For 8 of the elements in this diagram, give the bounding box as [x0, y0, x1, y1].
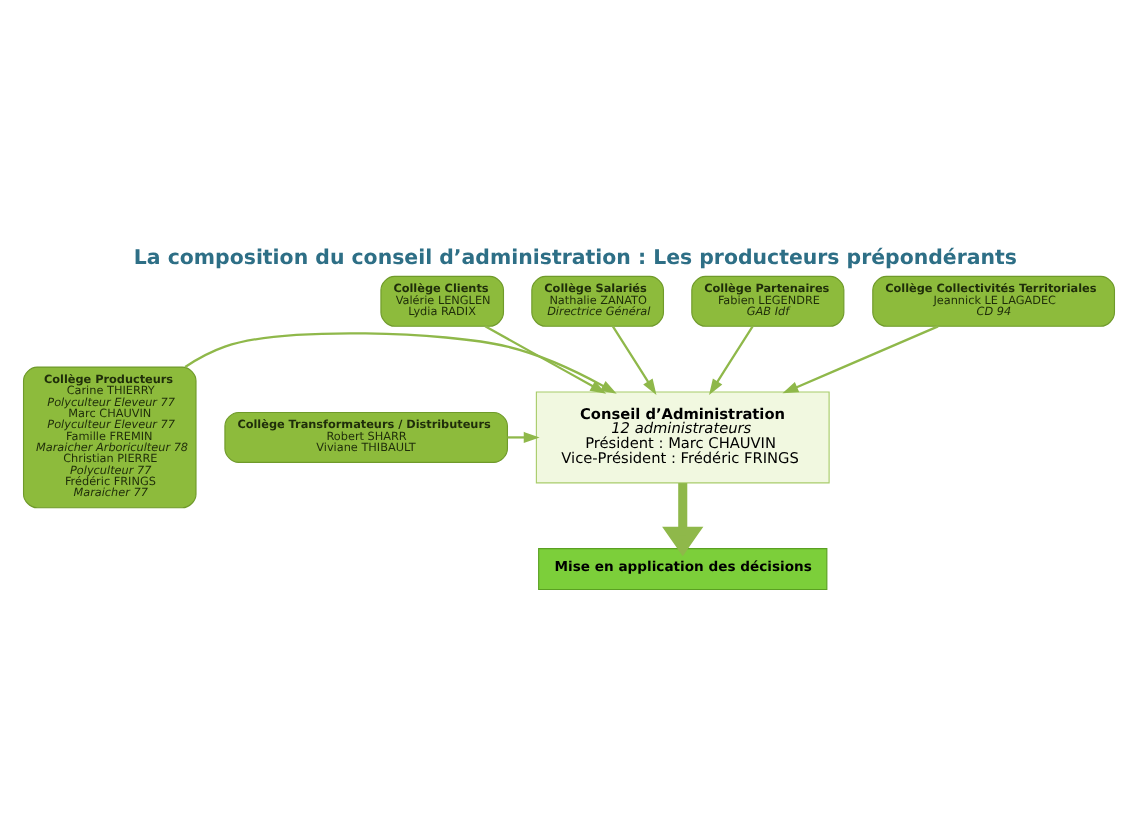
arrow: [184, 331, 617, 393]
arrow: [484, 324, 607, 393]
arrow: [782, 324, 939, 393]
arrow: [662, 482, 704, 556]
arrow: [709, 324, 754, 394]
arrow: [507, 430, 540, 442]
diagram-title: La composition du conseil d’administration : Les producteurs prépondérants: [133, 247, 1018, 270]
arrow: [611, 324, 657, 394]
